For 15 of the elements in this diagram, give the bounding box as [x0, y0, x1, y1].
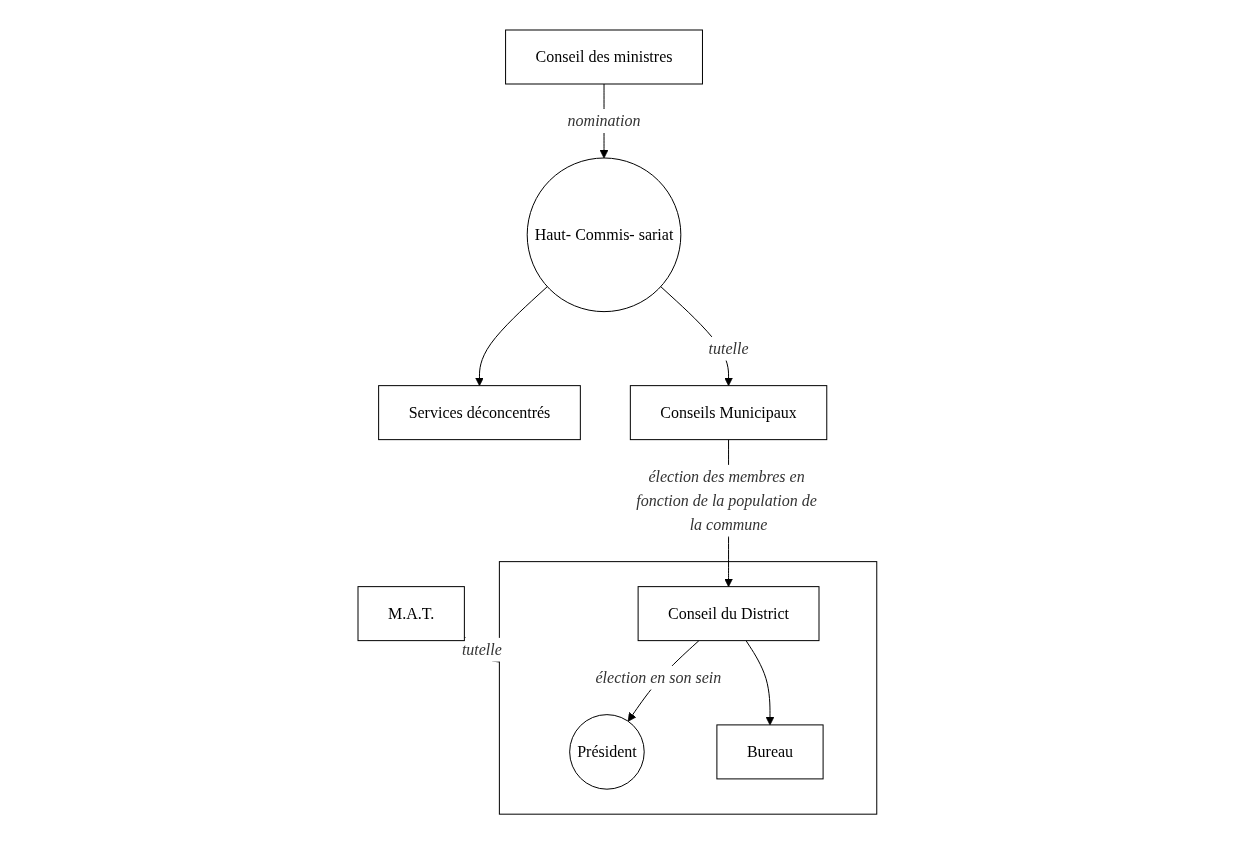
node-circle: Haut- Commis- sariat [526, 157, 682, 313]
arrow [745, 640, 775, 726]
edge-label: tutelle [708, 339, 749, 357]
node-box: Conseils Municipaux [629, 385, 828, 441]
edge-label: élection en son sein [595, 668, 722, 686]
node-box: M.A.T. [357, 586, 465, 642]
arrow [475, 286, 548, 386]
edge-label: nomination [567, 111, 641, 129]
node-box: Conseil des ministres [505, 29, 704, 85]
edge-label: tutelle [461, 640, 502, 658]
node-box: Bureau [716, 724, 824, 780]
node-box: Services déconcentrés [378, 385, 581, 441]
node-box: Conseil du District [637, 586, 820, 642]
node-circle: Président [569, 714, 645, 790]
edge-label: élection des membres en fonction de la population de la commune [636, 467, 817, 533]
